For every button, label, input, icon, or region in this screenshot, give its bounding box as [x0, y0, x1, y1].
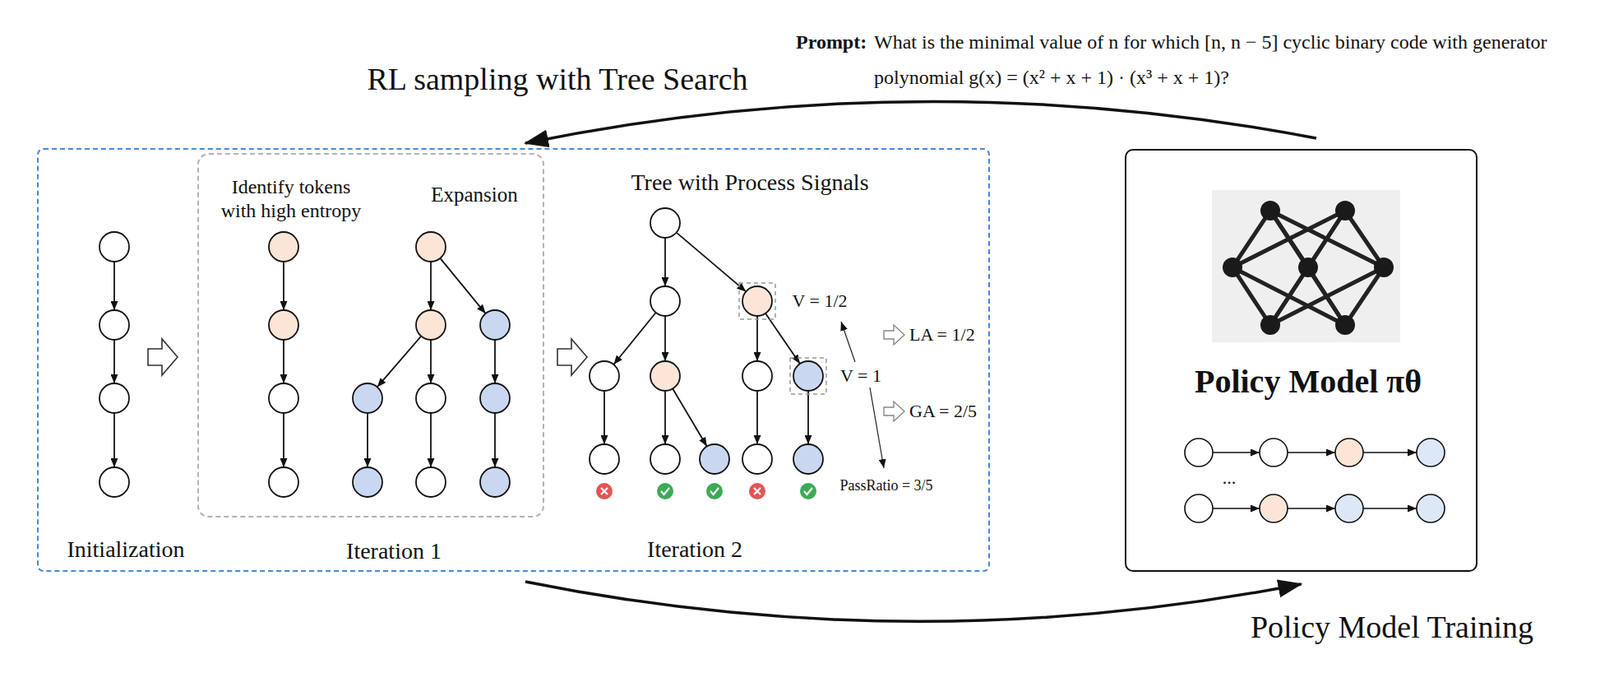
stage-arrow [557, 338, 588, 375]
value-note: V = 1/2 [791, 290, 847, 312]
sequence-tokens [1184, 438, 1445, 523]
result-marks [596, 482, 817, 500]
small-arrow [883, 401, 905, 421]
leader-lines [841, 321, 884, 468]
advantage-note: GA = 2/5 [909, 400, 977, 422]
edge-label: RL sampling with Tree Search [367, 60, 749, 99]
iteration-panel: Identify tokens with high entropy Expansi… [197, 152, 545, 518]
value-note: V = 1 [840, 365, 882, 387]
sampling-panel: Identify tokens with high entropy Expansi… [36, 147, 990, 572]
tree-nodes [99, 208, 824, 497]
panel-heading: Tree with Process Signals [630, 168, 869, 197]
tree-edges [114, 232, 809, 468]
flow-arrow [525, 101, 1317, 144]
flow-arrow [525, 581, 1302, 621]
network-links [1232, 210, 1384, 325]
highlight-box [739, 282, 776, 320]
sequence-links [1212, 452, 1417, 509]
model-title: Policy Model πθ [1194, 361, 1422, 402]
network-icon-ground [1211, 189, 1401, 343]
small-arrow [883, 324, 905, 345]
ellipsis: ... [1222, 467, 1237, 489]
edge-label: Policy Model Training [1250, 608, 1534, 647]
pass-ratio-note: PassRatio = 3/5 [839, 476, 933, 495]
network-units [1222, 200, 1394, 335]
step-heading: Expansion [430, 182, 518, 208]
highlight-box [790, 357, 827, 394]
step-heading: Identify tokens with high entropy [212, 175, 370, 223]
prompt-text: What is the minimal value of n for which… [873, 24, 1549, 96]
stage-label: Initialization [66, 535, 185, 564]
prompt-tag: Prompt: [795, 24, 867, 61]
stage-label: Iteration 1 [346, 536, 442, 565]
stage-label: Iteration 2 [647, 535, 743, 564]
stage-arrow [147, 338, 178, 375]
policy-model-box: Policy Model πθ [1124, 148, 1478, 572]
advantage-note: LA = 1/2 [909, 323, 976, 346]
